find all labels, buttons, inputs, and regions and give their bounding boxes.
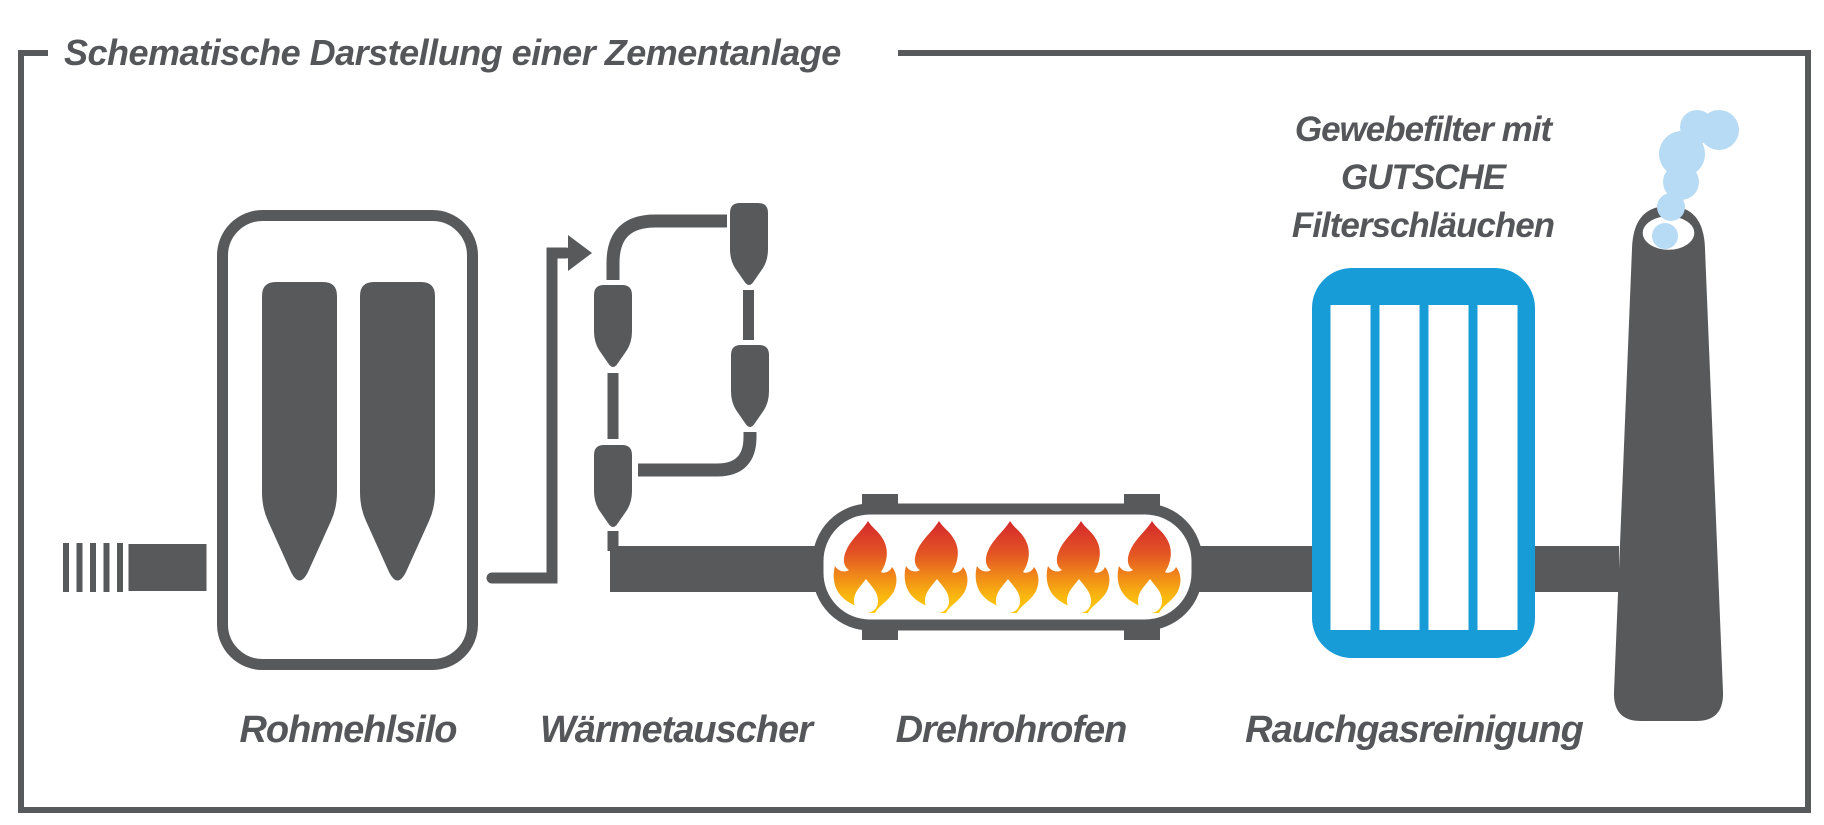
feed-pipe [128,544,207,591]
pipe-kiln-to-filter [1197,546,1313,592]
hx-top-elbow [606,214,727,280]
feed-dash [103,543,110,592]
cyclone [730,203,768,285]
riser-pipe [486,235,592,584]
feed-dash [90,543,96,592]
filter-caption-line1: Gewebefilter mit [1295,110,1554,149]
raw-meal-feed [63,543,207,592]
cyclone [731,345,769,427]
label-rauchgasreinigung: Rauchgasreinigung [1245,709,1583,751]
page-title: Schematische Darstellung einer Zementanl… [64,32,841,73]
fabric-filter [1312,268,1535,658]
filter-caption-line2: GUTSCHE [1341,158,1508,197]
frame-border [18,50,1811,813]
label-drehrohrofen: Drehrohrofen [896,709,1127,751]
filter-bag-slot [1428,305,1469,630]
chimney-body [1613,206,1724,721]
rotary-kiln [812,494,1203,640]
smoke-puff [1699,110,1739,150]
pipe-filter-to-chimney [1534,546,1619,592]
cyclone [594,445,632,527]
heat-exchanger [594,203,820,592]
label-rohmehlsilo: Rohmehlsilo [239,709,456,751]
hx-bottom-elbow [638,432,757,477]
silo-hopper [262,282,337,581]
cyclone [594,285,632,367]
feed-dash [63,543,69,592]
raw-meal-silo [217,210,478,670]
smoke-puffs-icon [1652,110,1739,249]
cyclone-connector [743,290,754,340]
filter-bag-slot [1477,305,1518,630]
feed-dash [117,543,123,592]
flow-arrow-icon [568,235,592,271]
label-waermetauscher: Wärmetauscher [540,709,815,751]
hx-main-pipe [610,546,820,592]
filter-caption-line3: Filterschläuchen [1292,206,1554,245]
feed-dash [76,543,83,592]
chimney [1613,110,1739,721]
smoke-puff [1652,223,1678,249]
filter-bag-slot [1330,305,1371,630]
cyclone-outlet [607,531,619,551]
smoke-puff [1657,193,1685,221]
cyclone-connector [607,373,619,439]
filter-bag-slot [1379,305,1420,630]
filter-caption: Gewebefilter mit GUTSCHE Filterschläuche… [1292,110,1555,245]
silo-hopper [360,282,435,581]
